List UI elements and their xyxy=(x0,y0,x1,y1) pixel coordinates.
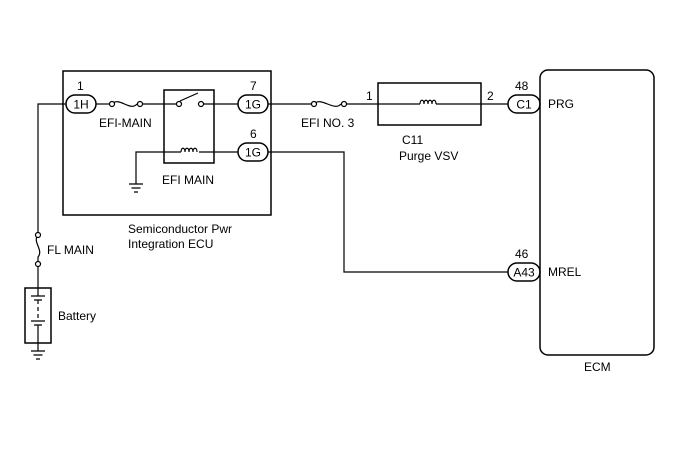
vsv-name-label: Purge VSV xyxy=(399,149,458,163)
battery-label: Battery xyxy=(58,309,96,323)
vsv-code-label: C11 xyxy=(402,133,423,147)
fl-main-fuse-terminal-top xyxy=(34,231,42,239)
wire-1g-to-ecm-mrel xyxy=(268,151,508,273)
connector-1g-top-code: 1G xyxy=(245,98,261,112)
connector-1g-bottom-code: 1G xyxy=(245,146,261,160)
integration-ecu-label-line1: Semiconductor Pwr xyxy=(128,222,232,236)
connector-a43-code: A43 xyxy=(513,266,535,280)
ecm-box xyxy=(539,69,655,356)
connector-1g-top xyxy=(237,94,269,114)
battery-ground-icon xyxy=(31,350,45,360)
relay-coil-icon xyxy=(180,147,198,153)
integration-ecu-label-line2: Integration ECU xyxy=(128,237,213,251)
connector-a43-pin: 46 xyxy=(515,247,529,261)
connector-a43 xyxy=(507,262,541,282)
relay-box xyxy=(163,89,215,164)
relay-contact-left xyxy=(175,100,183,108)
connector-1h xyxy=(65,94,97,114)
relay-switch-arm xyxy=(179,92,199,102)
relay-ground-icon xyxy=(129,183,143,193)
efi-no3-fuse-label: EFI NO. 3 xyxy=(301,116,355,130)
efi-no3-fuse-symbol xyxy=(313,101,342,107)
battery-cells-icon xyxy=(31,288,45,343)
vsv-pin1-label: 1 xyxy=(366,89,373,103)
vsv-pin2-label: 2 xyxy=(487,89,494,103)
relay-coil-wire-left xyxy=(135,151,181,184)
efi-main-fuse-terminal-right xyxy=(136,100,144,108)
relay-contact-right xyxy=(197,100,205,108)
connector-c1 xyxy=(507,94,541,114)
efi-main-fuse-label: EFI-MAIN xyxy=(99,116,152,130)
connector-c1-pin: 48 xyxy=(515,79,529,93)
fl-main-fuse-label: FL MAIN xyxy=(47,243,94,257)
ecm-label: ECM xyxy=(584,360,611,374)
connector-1g-bottom xyxy=(237,142,269,162)
connector-c1-code: C1 xyxy=(516,98,532,112)
fl-main-fuse-terminal-bottom xyxy=(34,260,42,268)
connector-1h-pin: 1 xyxy=(77,79,84,93)
connector-1h-code: 1H xyxy=(73,98,88,112)
fl-main-fuse-symbol xyxy=(35,234,41,264)
efi-no3-fuse-terminal-right xyxy=(340,100,348,108)
efi-main-fuse-terminal-left xyxy=(108,100,116,108)
wire-battery-to-1h xyxy=(37,103,66,288)
connector-1g-top-pin: 7 xyxy=(250,79,257,93)
efi-no3-fuse-terminal-left xyxy=(310,100,318,108)
relay-name-label: EFI MAIN xyxy=(162,173,214,187)
integration-ecu-box xyxy=(62,70,272,216)
efi-main-fuse-symbol xyxy=(111,101,138,107)
connector-1g-bottom-pin: 6 xyxy=(250,127,257,141)
ecm-prg-signal: PRG xyxy=(548,97,574,111)
ecm-mrel-signal: MREL xyxy=(548,265,582,279)
vsv-coil-icon xyxy=(419,99,437,105)
